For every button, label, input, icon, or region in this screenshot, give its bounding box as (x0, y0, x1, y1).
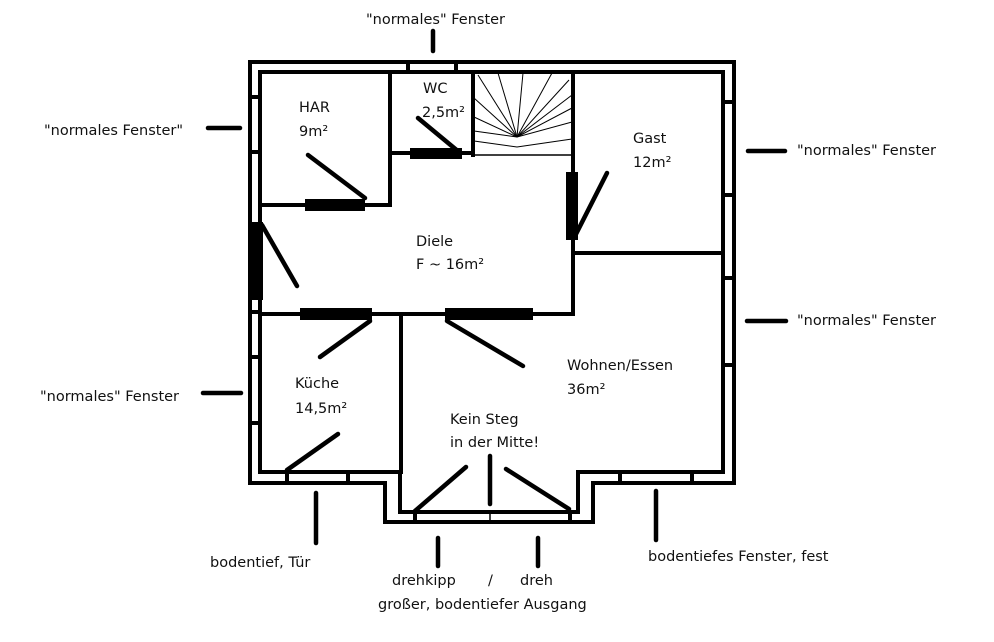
door-swings (259, 115, 610, 514)
stair-step-line (516, 72, 553, 138)
stair-step-line (516, 94, 573, 138)
stair-step-line (516, 121, 573, 138)
stair-step-line (473, 130, 518, 138)
note-line-1: Kein Steg (450, 412, 519, 428)
window-frames (250, 62, 734, 522)
room-name-gast: Gast (633, 131, 667, 147)
room-area-wc: 2,5m² (422, 105, 465, 121)
room-area-wohnen: 36m² (567, 382, 605, 398)
door-wohnen (445, 308, 533, 320)
door-har (305, 199, 365, 211)
room-name-wc: WC (423, 81, 447, 97)
exterior-wall-inner (258, 70, 725, 514)
label-exit-right-sash: dreh (520, 573, 553, 589)
stair-step-line (473, 138, 573, 148)
door-swing-exit-left (412, 464, 469, 514)
door-swing-exit-right (503, 466, 572, 512)
label-exit-caption: großer, bodentiefer Ausgang (378, 597, 587, 613)
door-swing-kueche (317, 318, 373, 360)
label-window-top-wc: "normales" Fenster (366, 12, 505, 28)
door-kueche (300, 308, 372, 320)
door-swing-wc (415, 115, 462, 155)
stair-step-line (477, 74, 518, 138)
room-name-diele: Diele (416, 234, 453, 250)
door-swing-wohnen (444, 318, 526, 369)
stair-step-line (473, 97, 518, 138)
label-exit-separator: / (488, 573, 493, 589)
stair-step-line (516, 107, 573, 138)
exterior-wall-outer (248, 60, 736, 524)
door-gast (566, 172, 578, 240)
room-name-kueche: Küche (295, 376, 339, 392)
label-bottom-kueche: bodentief, Tür (210, 555, 310, 571)
room-area-gast: 12m² (633, 155, 671, 171)
window-labels: "normales" Fenster "normales Fenster" "n… (40, 12, 936, 613)
door-wc (410, 148, 462, 159)
label-bottom-wohnen: bodentiefes Fenster, fest (648, 549, 829, 565)
label-window-right-gast: "normales" Fenster (797, 143, 936, 159)
stair-step-line (497, 72, 518, 138)
note-line-2: in der Mitte! (450, 435, 539, 451)
room-name-har: HAR (299, 100, 330, 116)
stair-step-line (473, 116, 518, 138)
label-window-left-har: "normales Fenster" (44, 123, 183, 139)
stair-step-line (516, 72, 524, 138)
door-swing-har (305, 152, 368, 201)
door-swing-gast (571, 170, 610, 241)
room-area-kueche: 14,5m² (295, 401, 347, 417)
room-area-diele: F ~ 16m² (416, 257, 484, 273)
door-swing-kueche-terrace (284, 431, 341, 473)
door-swing-entrance (259, 222, 300, 289)
room-area-har: 9m² (299, 124, 328, 140)
room-labels: HAR 9m² WC 2,5m² Gast 12m² Diele F ~ 16m… (295, 81, 673, 451)
label-exit-left-sash: drehkipp (392, 573, 456, 589)
annotation-pointers (200, 28, 789, 569)
label-window-left-kueche: "normales" Fenster (40, 389, 179, 405)
room-name-wohnen: Wohnen/Essen (567, 358, 673, 374)
door-entrance (250, 222, 263, 300)
doors (250, 148, 578, 320)
staircase (473, 72, 573, 156)
stair-step-line (516, 79, 570, 138)
label-window-right-wohnen: "normales" Fenster (797, 313, 936, 329)
